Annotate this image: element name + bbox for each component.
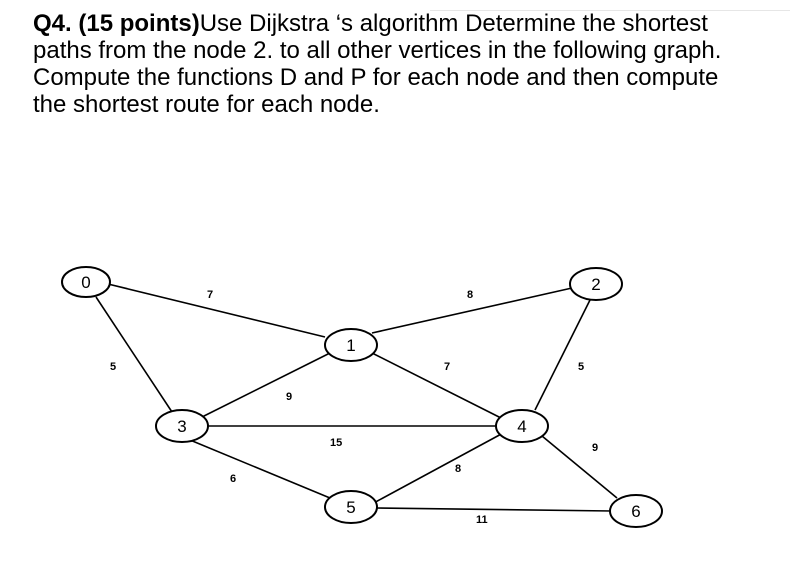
node-3-label: 3 xyxy=(177,417,186,436)
top-divider xyxy=(430,10,790,11)
edge-5-6 xyxy=(375,507,613,512)
node-2-label: 2 xyxy=(591,275,600,294)
node-5: 5 xyxy=(324,490,378,524)
weight-0-1: 7 xyxy=(207,289,213,301)
node-3: 3 xyxy=(155,409,209,443)
node-1: 1 xyxy=(324,328,378,362)
weight-5-6: 11 xyxy=(476,514,488,526)
edge-4-6 xyxy=(541,435,618,499)
edge-1-4 xyxy=(371,352,506,421)
edge-0-3 xyxy=(95,296,173,413)
question-title: Q4. (15 points) xyxy=(33,10,200,37)
weight-2-4: 5 xyxy=(578,361,584,373)
node-2: 2 xyxy=(569,267,623,301)
node-6-label: 6 xyxy=(631,502,640,521)
weight-4-6: 9 xyxy=(592,442,598,454)
weight-1-2: 8 xyxy=(467,289,473,301)
question-body: Use Dijkstra ‘s algorithm Determine the … xyxy=(33,10,722,118)
node-5-label: 5 xyxy=(346,498,355,517)
edges xyxy=(95,283,618,512)
edge-1-2 xyxy=(371,287,573,334)
edge-4-5 xyxy=(369,431,506,506)
node-0: 0 xyxy=(61,266,111,298)
node-1-label: 1 xyxy=(346,336,355,355)
edge-3-5 xyxy=(189,439,331,499)
edge-2-4 xyxy=(534,299,591,411)
nodes: 0 1 2 3 4 5 6 xyxy=(61,266,663,528)
edge-1-3 xyxy=(199,352,331,419)
edge-weights: 7 5 8 9 7 5 15 6 8 9 11 xyxy=(110,289,598,526)
weight-1-3: 9 xyxy=(286,391,292,403)
node-4: 4 xyxy=(495,409,549,443)
weight-0-3: 5 xyxy=(110,361,116,373)
weight-4-5: 8 xyxy=(455,463,461,475)
question-text: Q4. (15 points)Use Dijkstra ‘s algorithm… xyxy=(33,10,733,118)
node-4-label: 4 xyxy=(517,417,526,436)
node-6: 6 xyxy=(609,494,663,528)
weight-1-4: 7 xyxy=(444,361,450,373)
weight-3-5: 6 xyxy=(230,473,236,485)
edge-0-1 xyxy=(107,283,326,338)
weight-3-4: 15 xyxy=(330,437,342,449)
node-0-label: 0 xyxy=(81,273,90,292)
